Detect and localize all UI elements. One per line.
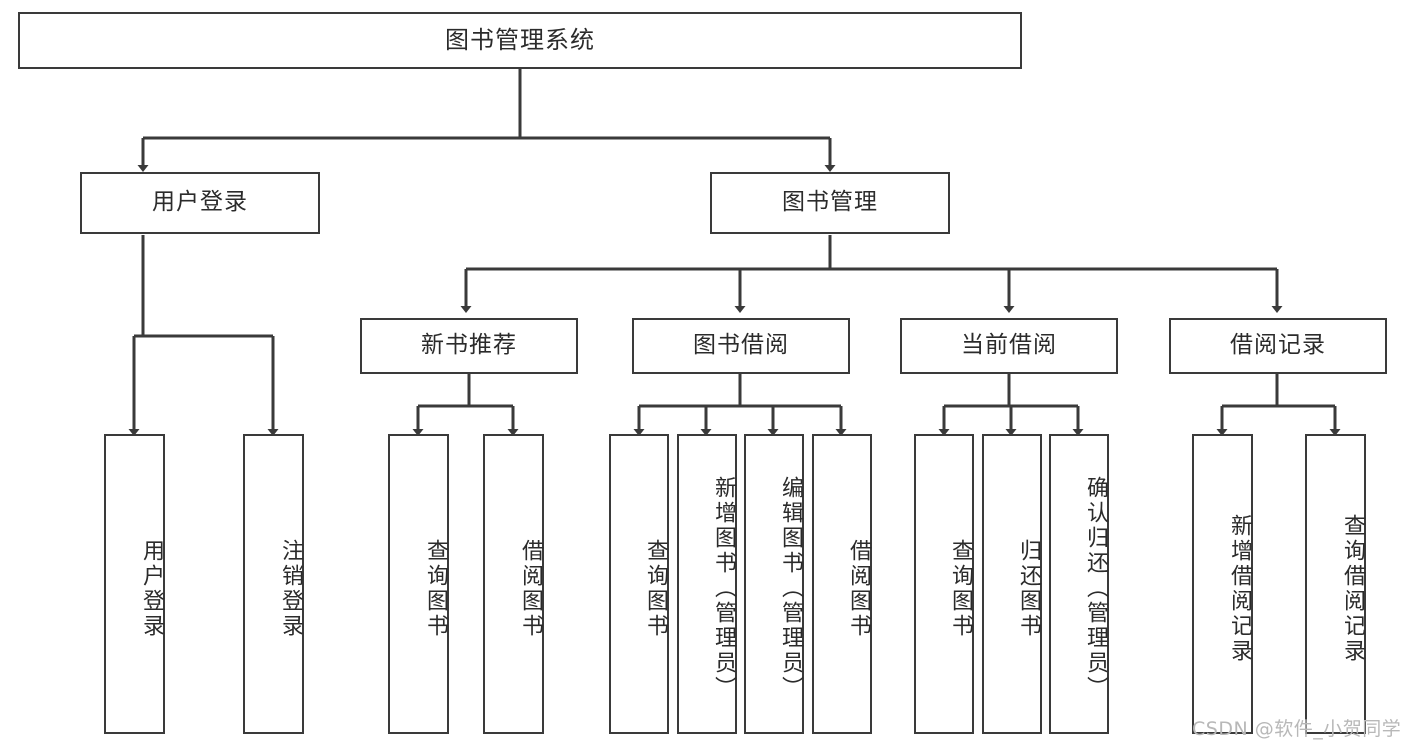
leaf-book-borrow-query[interactable]: 查询图书 <box>609 434 669 734</box>
leaf-current-borrow-confirm-return[interactable]: 确认归还（管理员） <box>1049 434 1109 734</box>
node-label: 新增借阅记录 <box>1227 513 1252 664</box>
node-label: 图书管理 <box>782 189 878 216</box>
csdn-watermark: CSDN @软件_小贺同学 <box>1192 718 1402 740</box>
node-label: 查询图书 <box>948 538 973 639</box>
node-user-login[interactable]: 用户登录 <box>80 172 320 234</box>
node-current-borrow[interactable]: 当前借阅 <box>900 318 1118 374</box>
node-label: 当前借阅 <box>961 332 1057 359</box>
leaf-book-borrow-add[interactable]: 新增图书（管理员） <box>677 434 737 734</box>
leaf-book-borrow-borrow[interactable]: 借阅图书 <box>812 434 872 734</box>
node-label: 确认归还（管理员） <box>1083 476 1108 701</box>
node-label: 新书推荐 <box>421 332 517 359</box>
node-label: 归还图书 <box>1016 538 1041 639</box>
node-label: 图书管理系统 <box>445 26 595 55</box>
node-label: 编辑图书（管理员） <box>778 476 803 701</box>
leaf-borrow-record-add[interactable]: 新增借阅记录 <box>1192 434 1253 734</box>
node-label: 用户登录 <box>139 538 164 639</box>
leaf-new-book-borrow[interactable]: 借阅图书 <box>483 434 544 734</box>
node-new-book-recommend[interactable]: 新书推荐 <box>360 318 578 374</box>
node-label: 查询图书 <box>643 538 668 639</box>
node-label: 新增图书（管理员） <box>711 476 736 701</box>
leaf-borrow-record-query[interactable]: 查询借阅记录 <box>1305 434 1366 734</box>
node-label: 查询图书 <box>423 538 448 639</box>
node-label: 借阅图书 <box>846 538 871 639</box>
node-label: 注销登录 <box>278 538 303 639</box>
node-label: 查询借阅记录 <box>1340 513 1365 664</box>
node-book-borrow[interactable]: 图书借阅 <box>632 318 850 374</box>
node-label: 借阅记录 <box>1230 332 1326 359</box>
node-label: 用户登录 <box>152 189 248 216</box>
leaf-user-login-login[interactable]: 用户登录 <box>104 434 165 734</box>
leaf-book-borrow-edit[interactable]: 编辑图书（管理员） <box>744 434 804 734</box>
node-root-system[interactable]: 图书管理系统 <box>18 12 1022 69</box>
node-borrow-record[interactable]: 借阅记录 <box>1169 318 1387 374</box>
leaf-new-book-query[interactable]: 查询图书 <box>388 434 449 734</box>
leaf-current-borrow-return[interactable]: 归还图书 <box>982 434 1042 734</box>
node-label: 借阅图书 <box>518 538 543 639</box>
leaf-user-login-logout[interactable]: 注销登录 <box>243 434 304 734</box>
node-label: 图书借阅 <box>693 332 789 359</box>
leaf-current-borrow-query[interactable]: 查询图书 <box>914 434 974 734</box>
node-book-management[interactable]: 图书管理 <box>710 172 950 234</box>
